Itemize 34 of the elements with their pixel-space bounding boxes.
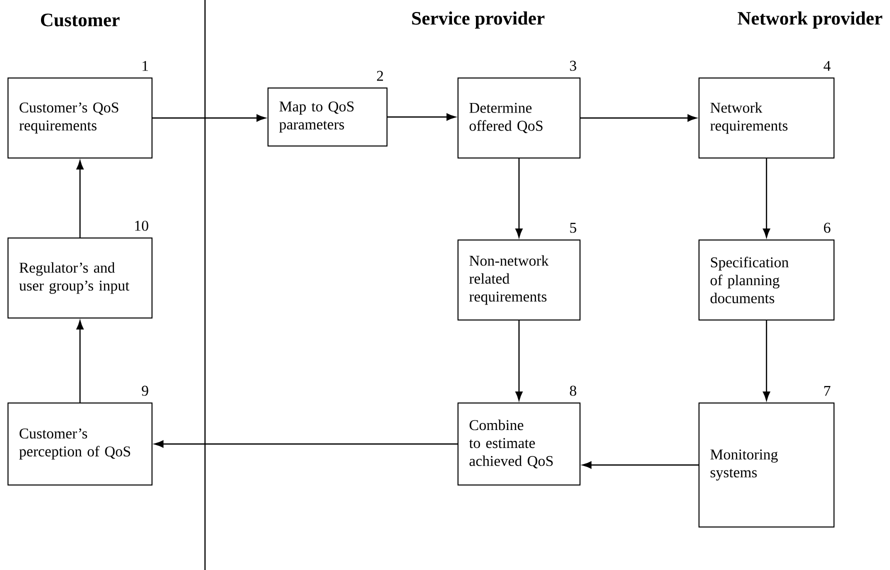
- process-box: Regulator’s and user group’s input: [8, 238, 152, 318]
- arrow: [580, 114, 697, 122]
- step-number: 4: [824, 60, 831, 71]
- step-number: 3: [570, 60, 576, 71]
- process-box: Network requirements: [698, 78, 834, 158]
- process-box: Map to QoS parameters: [268, 88, 388, 146]
- arrow: [388, 113, 456, 121]
- column-heading: Service provider: [412, 11, 544, 29]
- arrow: [762, 320, 770, 401]
- step-number: 9: [142, 386, 148, 396]
- arrow: [76, 320, 84, 402]
- arrow: [762, 158, 770, 238]
- arrow: [152, 114, 266, 122]
- arrow: [76, 160, 84, 238]
- step-number: 1: [142, 60, 148, 71]
- step-number: 8: [570, 386, 576, 396]
- process-box: Monitoring systems: [698, 402, 834, 528]
- process-box: Customer’s QoS requirements: [8, 78, 152, 158]
- step-number: 10: [135, 220, 148, 231]
- process-box: Combine to estimate achieved QoS: [458, 402, 580, 486]
- step-number: 2: [377, 70, 383, 81]
- process-box: Specification of planning documents: [698, 240, 834, 320]
- column-heading: Network provider: [738, 11, 882, 29]
- arrow: [515, 320, 523, 401]
- step-number: 6: [824, 222, 830, 233]
- arrow: [515, 158, 523, 238]
- process-box: Customer’s perception of QoS: [8, 402, 152, 486]
- process-box: Non-network related requirements: [458, 240, 580, 320]
- arrow: [582, 461, 698, 469]
- column-heading: Customer: [40, 14, 120, 26]
- step-number: 7: [824, 386, 830, 396]
- step-number: 5: [570, 222, 576, 233]
- process-box: Determine offered QoS: [458, 78, 580, 158]
- arrow: [154, 440, 458, 448]
